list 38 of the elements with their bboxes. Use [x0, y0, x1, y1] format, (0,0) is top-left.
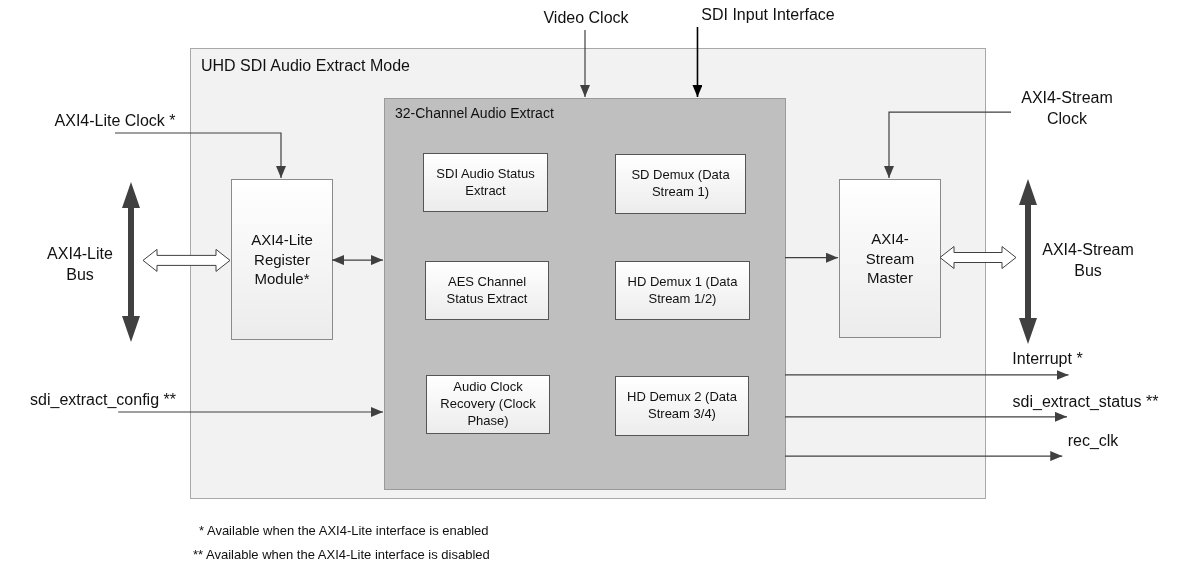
bus-label: AXI4-Lite Bus [46, 244, 114, 285]
arrow [580, 29, 590, 98]
function-box: Audio Clock Recovery (Clock Phase) [426, 375, 550, 434]
footnote: * Available when the AXI4-Lite interface is enabled [199, 523, 489, 538]
signal-label: AXI4-Lite Clock * [36, 111, 194, 133]
function-box: SDI Audio Status Extract [423, 153, 548, 212]
arrow [142, 248, 231, 272]
arrow [784, 369, 1070, 380]
arrow [884, 111, 1012, 179]
signal-label: sdi_extract_status ** [993, 392, 1178, 414]
signal-label: Interrupt * [995, 349, 1100, 371]
function-box: HD Demux 1 (Data Stream 1/2) [615, 261, 750, 320]
arrow [117, 407, 384, 417]
function-box: AES Channel Status Extract [425, 261, 549, 320]
signal-label: rec_clk [1061, 431, 1125, 453]
arrow [331, 255, 384, 266]
module-box: AXI4-Stream Master [839, 179, 941, 338]
bus-arrow [119, 182, 143, 342]
arrow [784, 411, 1068, 422]
arrow [939, 246, 1017, 269]
signal-label: sdi_extract_config ** [8, 390, 198, 412]
group-title: 32-Channel Audio Extract [395, 105, 554, 121]
arrow [784, 252, 839, 263]
function-box: HD Demux 2 (Data Stream 3/4) [615, 376, 749, 436]
bus-label: AXI4-Stream Bus [1041, 240, 1135, 281]
arrow [692, 26, 703, 98]
bus-arrow [1016, 179, 1040, 344]
signal-label: AXI4-Stream Clock [1011, 88, 1123, 132]
module-box: AXI4-Lite Register Module* [231, 179, 333, 340]
arrow [784, 451, 1063, 462]
signal-label: Video Clock [536, 8, 636, 30]
function-box: SD Demux (Data Stream 1) [615, 154, 746, 214]
footnote: ** Available when the AXI4-Lite interface is disabled [193, 547, 490, 562]
group-title: UHD SDI Audio Extract Mode [201, 57, 410, 75]
signal-label: SDI Input Interface [686, 5, 850, 27]
core-block [384, 98, 786, 490]
arrow [114, 132, 286, 179]
module-frame [190, 48, 986, 499]
